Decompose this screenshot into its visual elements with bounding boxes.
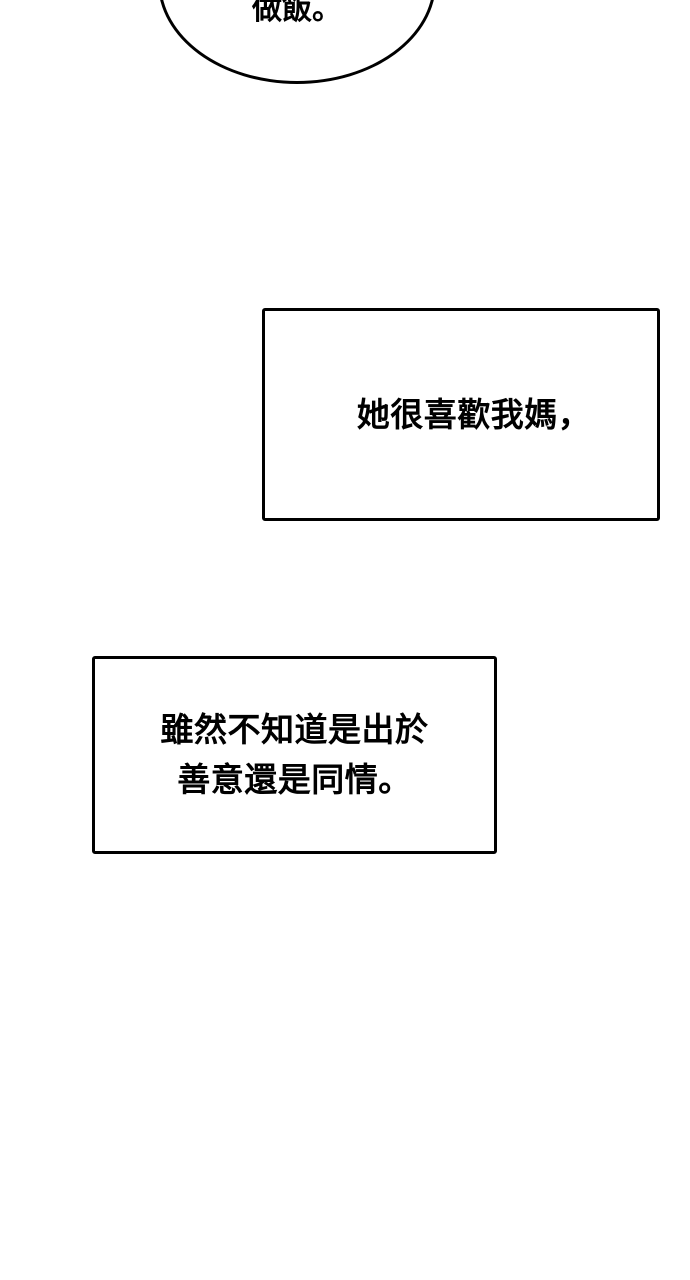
- narration-text-2: 雖然不知道是出於 善意還是同情。: [161, 705, 429, 805]
- narration-line: 雖然不知道是出於: [160, 710, 429, 749]
- speech-bubble: 做飯。: [158, 0, 436, 84]
- narration-box-2: 雖然不知道是出於 善意還是同情。: [92, 656, 497, 854]
- narration-box-1: 她很喜歡我媽，: [262, 308, 660, 521]
- narration-line: 善意還是同情。: [177, 760, 412, 799]
- narration-line: 她很喜歡我媽，: [356, 394, 592, 434]
- speech-bubble-text: 做飯。: [252, 0, 342, 27]
- narration-text-1: 她很喜歡我媽，: [331, 390, 592, 440]
